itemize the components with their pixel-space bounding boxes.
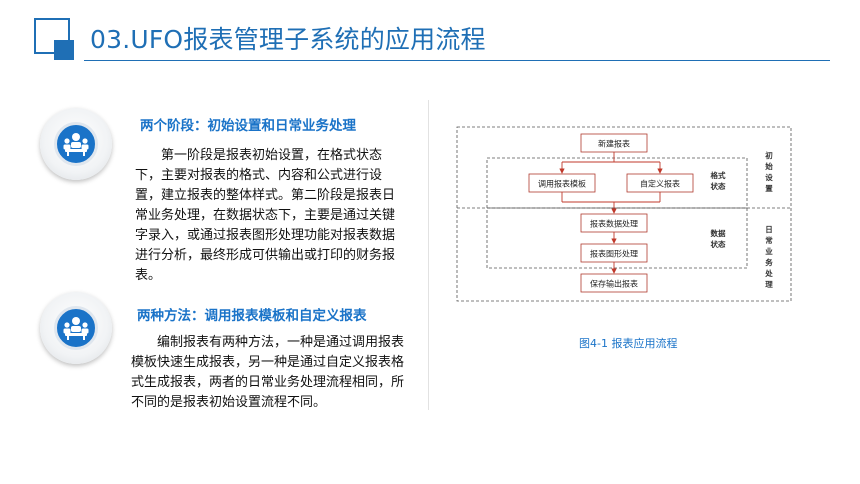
- svg-text:自定义报表: 自定义报表: [640, 179, 680, 189]
- section-body-stages: 第一阶段是报表初始设置，在格式状态下，主要对报表的格式、内容和公式进行设置，建立…: [135, 148, 396, 283]
- title-logo-mark: [34, 18, 74, 60]
- format-state-label-1: 格式: [711, 170, 726, 180]
- initial-setup-label-2: 始: [765, 161, 773, 171]
- svg-text:新建报表: 新建报表: [598, 139, 630, 149]
- flow-box-custom-report: 自定义报表: [626, 173, 694, 193]
- svg-text:保存输出报表: 保存输出报表: [590, 279, 638, 289]
- svg-text:报表图形处理: 报表图形处理: [590, 249, 638, 259]
- flow-box-save-output: 保存输出报表: [580, 273, 648, 293]
- flow-box-chart-processing: 报表图形处理: [580, 243, 648, 263]
- team-meeting-icon: [40, 108, 112, 180]
- data-state-label-1: 数据: [711, 228, 726, 238]
- daily-processing-label-5: 处: [764, 268, 773, 278]
- section-heading-methods: 两种方法：调用报表模板和自定义报表: [137, 308, 367, 324]
- svg-text:报表数据处理: 报表数据处理: [590, 219, 638, 229]
- team-meeting-icon: [40, 292, 112, 364]
- flow-box-data-processing: 报表数据处理: [580, 213, 648, 233]
- section-body-methods: 编制报表有两种方法，一种是通过调用报表模板快速生成报表，另一种是通过自定义报表格…: [131, 335, 405, 410]
- daily-processing-label-2: 常: [765, 235, 773, 245]
- column-divider: [428, 100, 429, 410]
- daily-processing-label-1: 日: [765, 225, 773, 234]
- daily-processing-label-6: 理: [765, 280, 773, 289]
- initial-setup-label-4: 置: [765, 183, 773, 193]
- daily-processing-label-4: 务: [765, 257, 773, 267]
- flow-box-call-template: 调用报表模板: [528, 173, 596, 193]
- page-title: 03.UFO报表管理子系统的应用流程: [90, 25, 486, 54]
- svg-text:调用报表模板: 调用报表模板: [538, 179, 586, 189]
- section-heading-stages: 两个阶段：初始设置和日常业务处理: [140, 118, 356, 134]
- report-flow-diagram: 新建报表 调用报表模板 自定义报表 报表数据处理 报表图形处理 保存输出报表 格…: [456, 126, 792, 302]
- flow-box-new-report: 新建报表: [580, 133, 648, 153]
- title-underline: [84, 60, 830, 61]
- figure-caption: 图4-1 报表应用流程: [579, 337, 678, 350]
- format-state-label-2: 状态: [711, 181, 726, 191]
- data-state-label-2: 状态: [711, 239, 726, 249]
- daily-processing-label-3: 业: [765, 246, 773, 256]
- initial-setup-label-3: 设: [765, 172, 773, 182]
- initial-setup-label-1: 初: [765, 150, 773, 160]
